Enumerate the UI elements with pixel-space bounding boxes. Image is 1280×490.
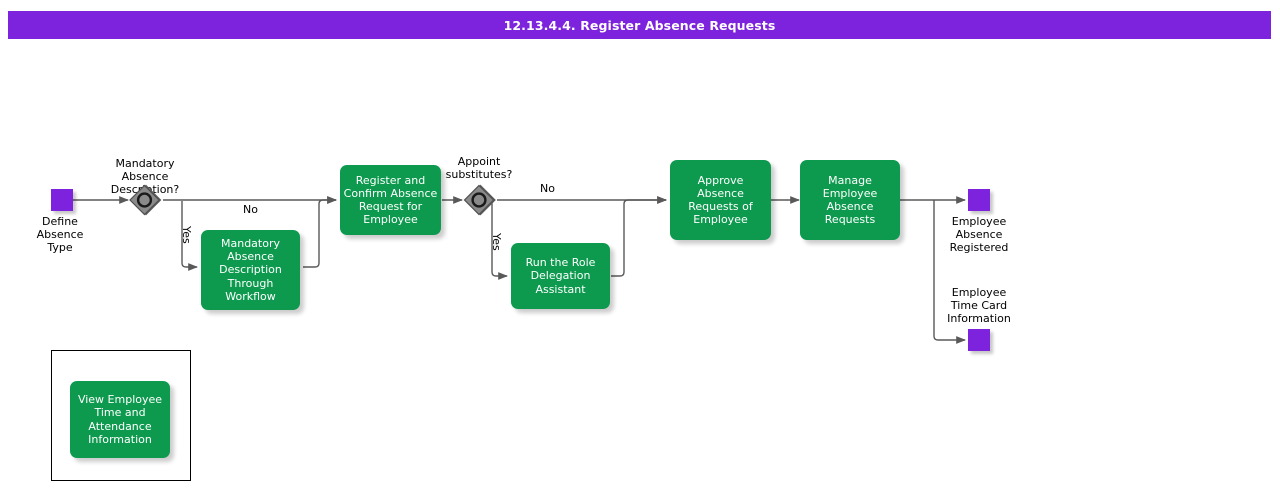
- gateway-appoint-substitutes[interactable]: [462, 183, 496, 217]
- edge-label-gw1-yes: Yes: [180, 226, 193, 244]
- edge-label-gw2-yes: Yes: [490, 233, 503, 251]
- task-manage-employee-absence-requests[interactable]: Manage Employee Absence Requests: [800, 160, 900, 240]
- task-approve-absence-requests[interactable]: Approve Absence Requests of Employee: [670, 160, 771, 240]
- edge-label-gw2-no: No: [540, 182, 555, 195]
- page-title: 12.13.4.4. Register Absence Requests: [503, 17, 776, 33]
- edge-delegation-to-approve: [611, 196, 667, 277]
- task-mandatory-absence-description-workflow[interactable]: Mandatory Absence Description Through Wo…: [201, 230, 300, 310]
- end-event-employee-time-card-information[interactable]: [968, 329, 990, 351]
- gateway-mandatory-absence-description-label: Mandatory Absence Description?: [111, 157, 180, 196]
- end-event-employee-time-card-information-label: Employee Time Card Information: [947, 286, 1011, 325]
- end-event-employee-absence-registered-label: Employee Absence Registered: [949, 215, 1009, 254]
- task-run-role-delegation-assistant[interactable]: Run the Role Delegation Assistant: [511, 243, 610, 309]
- gateway-appoint-substitutes-label: Appoint substitutes?: [445, 155, 513, 181]
- start-event-define-absence-type[interactable]: [51, 189, 73, 211]
- end-event-employee-absence-registered[interactable]: [968, 189, 990, 211]
- gateway-mandatory-absence-description[interactable]: [129, 183, 163, 217]
- edge-label-gw1-no: No: [243, 203, 258, 216]
- task-register-confirm-absence-request[interactable]: Register and Confirm Absence Request for…: [340, 165, 441, 235]
- start-event-define-absence-type-label: Define Absence Type: [36, 215, 84, 254]
- edge-workflow-to-register: [303, 196, 337, 268]
- page-title-bar: 12.13.4.4. Register Absence Requests: [8, 11, 1271, 39]
- task-view-employee-time-attendance[interactable]: View Employee Time and Attendance Inform…: [70, 381, 170, 458]
